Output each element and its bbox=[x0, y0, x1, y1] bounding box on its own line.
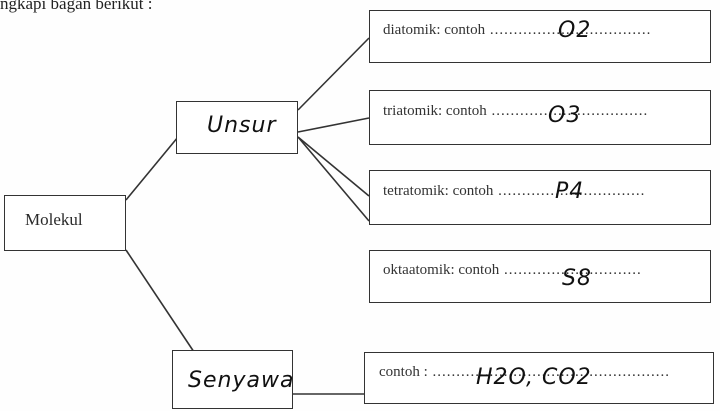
connector-unsur-tetratomik-upper bbox=[297, 136, 370, 197]
connector-unsur-diatomik bbox=[297, 37, 370, 111]
box-oktaatomik bbox=[369, 250, 711, 303]
box-tetratomik bbox=[369, 170, 711, 225]
diatomik-answer: O2 bbox=[558, 18, 592, 43]
box-triatomik bbox=[369, 90, 711, 145]
oktaatomik-prompt: oktaatomik: contoh .....................… bbox=[383, 262, 642, 278]
tetratomik-prompt: tetratomik: contoh .....................… bbox=[383, 183, 646, 199]
triatomik-prompt: triatomik: contoh ......................… bbox=[383, 103, 649, 119]
node-unsur bbox=[176, 101, 298, 154]
connector-unsur-triatomik bbox=[297, 117, 370, 133]
senyawa-prompt: contoh : ...............................… bbox=[379, 364, 670, 380]
oktaatomik-answer: S8 bbox=[562, 266, 592, 291]
box-diatomik bbox=[369, 10, 711, 63]
instruction-text: ngkapi bagan berikut : bbox=[0, 0, 153, 13]
connector-molekul-senyawa bbox=[125, 249, 195, 353]
triatomik-answer: O3 bbox=[548, 103, 582, 128]
connector-molekul-unsur bbox=[125, 136, 179, 201]
tetratomik-answer: P4 bbox=[555, 179, 585, 204]
connector-unsur-tetratomik-lower bbox=[297, 136, 370, 222]
box-senyawa-contoh bbox=[364, 352, 714, 404]
diatomik-prompt: diatomik: contoh .......................… bbox=[383, 22, 652, 38]
node-unsur-label: Unsur bbox=[207, 113, 277, 138]
node-senyawa bbox=[172, 350, 293, 409]
node-molekul-label: Molekul bbox=[25, 210, 83, 229]
node-senyawa-label: Senyawa bbox=[188, 368, 295, 393]
senyawa-answer: H2O, CO2 bbox=[476, 365, 592, 390]
node-molekul bbox=[4, 195, 126, 251]
